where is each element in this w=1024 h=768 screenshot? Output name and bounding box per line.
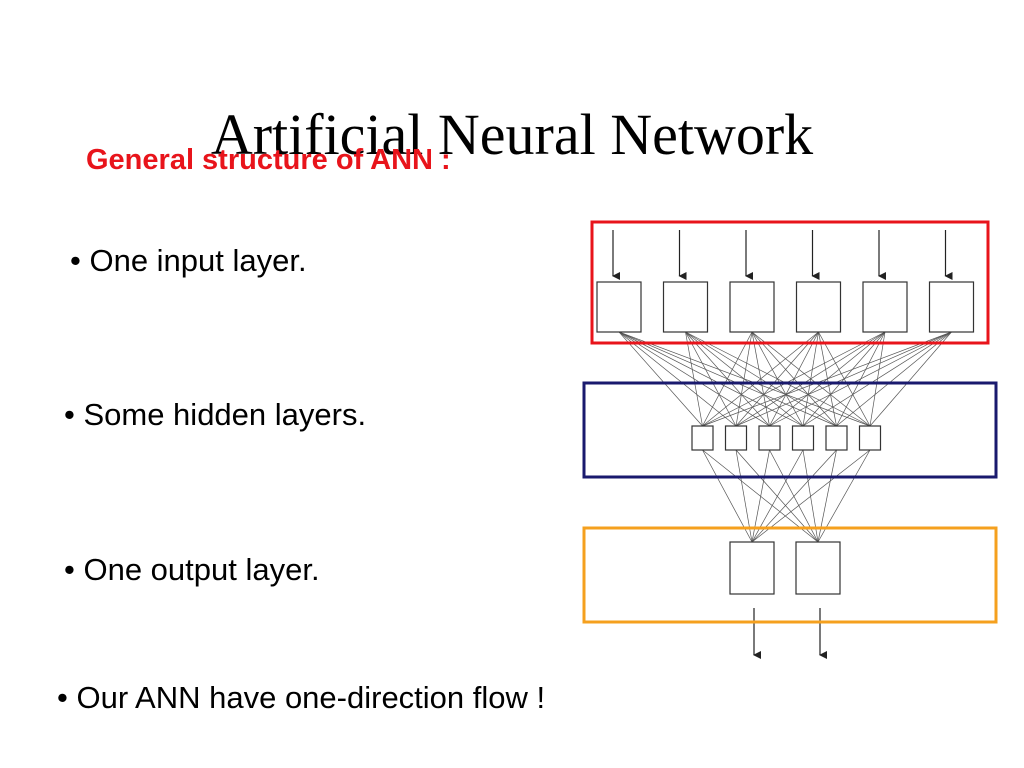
connection-line: [836, 331, 952, 427]
output-node: [795, 541, 841, 595]
connections: [618, 331, 952, 543]
input-layer-frame: [590, 220, 990, 345]
slide-title: Artificial Neural Network: [210, 102, 814, 167]
hidden-layer-frame: [582, 381, 998, 479]
connection-line: [735, 331, 753, 427]
connection-line: [702, 331, 886, 427]
input-node: [662, 281, 709, 333]
input-node: [862, 281, 908, 333]
connection-line: [685, 331, 703, 427]
connection-line: [769, 331, 952, 427]
connection-line: [702, 331, 819, 427]
bullet-input-layer: • One input layer.: [70, 243, 307, 278]
input-node: [596, 281, 642, 333]
connection-line: [735, 331, 819, 427]
bullet-output-layer: • One output layer.: [64, 552, 320, 587]
input-node: [795, 281, 842, 333]
hidden-node: [858, 425, 882, 451]
slide-subtitle: General structure of ANN :: [86, 144, 451, 176]
arrows: [612, 230, 953, 659]
connection-line: [735, 331, 952, 427]
output-node: [729, 541, 775, 595]
hidden-node: [691, 425, 714, 451]
nodes: [596, 281, 975, 595]
connection-line: [702, 331, 952, 427]
connection-line: [735, 331, 886, 427]
bullet-hidden-layers: • Some hidden layers.: [64, 397, 367, 432]
connection-line: [685, 331, 737, 427]
hidden-node: [724, 425, 748, 451]
bullet-one-direction-flow: • Our ANN have one-direction flow !: [57, 680, 546, 715]
output-layer-frame: [582, 526, 998, 624]
connection-line: [702, 331, 753, 427]
input-node: [729, 281, 775, 333]
hidden-node: [791, 425, 815, 451]
connection-line: [618, 331, 703, 427]
connection-line: [802, 331, 952, 427]
hidden-node: [758, 425, 781, 451]
input-node: [928, 281, 975, 333]
hidden-node: [825, 425, 848, 451]
connection-line: [869, 331, 952, 427]
connection-line: [618, 331, 737, 427]
